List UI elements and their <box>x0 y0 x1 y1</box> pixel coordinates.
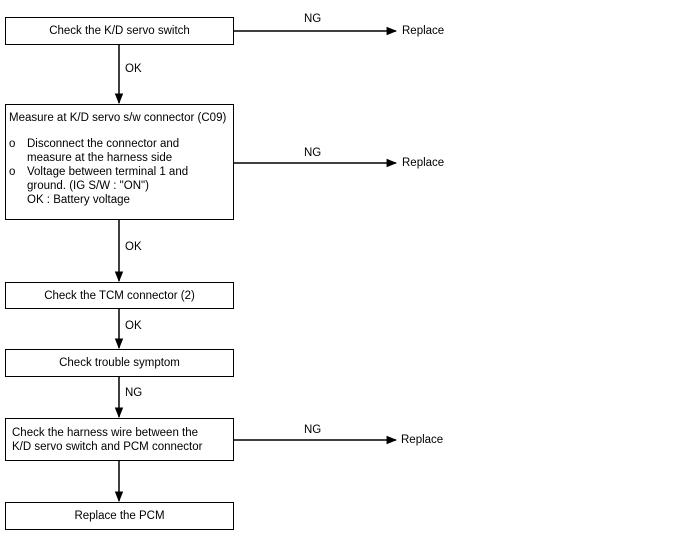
ok-criteria: OK : Battery voltage <box>27 194 130 206</box>
step-text: Check trouble symptom <box>59 357 180 369</box>
step-measure-connector: Measure at K/D servo s/w connector (C09)… <box>5 104 234 220</box>
edge-label-ok: OK <box>125 241 142 253</box>
replace-target: Replace <box>402 25 445 37</box>
step-line: Check the harness wire between the <box>12 427 199 439</box>
edge-label-ng: NG <box>304 147 322 159</box>
bullet-line: measure at the harness side <box>27 152 173 164</box>
bullet-line: ground. (IG S/W : "ON") <box>27 180 149 192</box>
step-check-tcm-connector: Check the TCM connector (2) <box>5 282 234 309</box>
bullet-marker: o <box>9 138 16 150</box>
bullet-line: Disconnect the connector and <box>27 138 180 150</box>
edge-label-ng: NG <box>304 13 322 25</box>
step-check-kd-servo-switch: Check the K/D servo switch <box>5 17 234 45</box>
step-check-trouble-symptom: Check trouble symptom <box>5 349 234 377</box>
bullet-item: o Disconnect the connector and measure a… <box>9 137 229 165</box>
replace-target: Replace <box>401 434 444 446</box>
bullet-line: Voltage between terminal 1 and <box>27 166 189 178</box>
step-text: Check the TCM connector (2) <box>44 289 195 302</box>
replace-target: Replace <box>402 157 445 169</box>
bullet-marker: o <box>9 166 16 178</box>
step-text: Check the K/D servo switch <box>49 25 190 37</box>
edge-label-ng: NG <box>125 387 143 399</box>
edge-label-ok: OK <box>125 320 142 332</box>
step-line: K/D servo switch and PCM connector <box>12 441 203 453</box>
step-text: Replace the PCM <box>74 510 165 522</box>
step-title: Measure at K/D servo s/w connector (C09) <box>9 112 227 124</box>
step-check-harness-wire: Check the harness wire between the K/D s… <box>5 418 234 461</box>
edge-label-ng: NG <box>304 424 322 436</box>
step-replace-pcm: Replace the PCM <box>5 502 234 530</box>
bullet-item: o Voltage between terminal 1 and ground.… <box>9 165 229 207</box>
edge-label-ok: OK <box>125 63 142 75</box>
